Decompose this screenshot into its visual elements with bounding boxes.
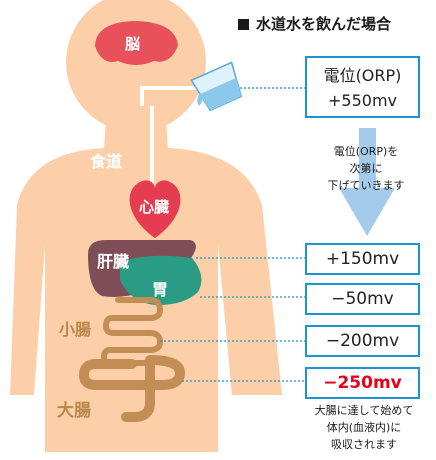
- square-bullet-icon: [238, 19, 249, 30]
- label-liver: 肝臓: [97, 252, 130, 271]
- label-large-intestine: 大腸: [57, 401, 91, 421]
- arrow-note: 電位(ORP)を 次第に 下げていきます: [327, 145, 405, 192]
- orp-initial-label: 電位(ORP): [323, 66, 402, 85]
- down-arrow: [339, 128, 395, 236]
- orp-initial-box: 電位(ORP) +550mv: [305, 56, 420, 118]
- brain: [95, 21, 178, 65]
- water-cup-icon: [190, 61, 243, 112]
- label-stomach: 胃: [152, 280, 169, 299]
- label-brain: 脳: [125, 35, 141, 53]
- heart: [129, 180, 181, 238]
- label-heart: 心臓: [139, 198, 170, 216]
- diagram-title: 水道水を飲んだ場合: [238, 13, 391, 34]
- absorption-note: 大腸に達して始めて 体内(血液内)に 吸収されます: [314, 404, 414, 451]
- head: [66, 0, 206, 132]
- orp-initial-value: +550mv: [328, 91, 397, 110]
- large-intestine: [79, 355, 185, 422]
- small-intestine: [101, 297, 163, 366]
- stomach: [120, 255, 202, 306]
- orp-value-small-intestine: −200mv: [305, 325, 420, 357]
- label-esophagus: 食道: [90, 152, 123, 171]
- water-splash: [197, 93, 203, 106]
- label-small-intestine: 小腸: [59, 320, 92, 339]
- orp-value-large-intestine: −250mv: [305, 367, 420, 399]
- connector-lines: [160, 87, 305, 382]
- orp-value-liver: +150mv: [305, 243, 420, 275]
- orp-value-stomach: −50mv: [305, 283, 420, 315]
